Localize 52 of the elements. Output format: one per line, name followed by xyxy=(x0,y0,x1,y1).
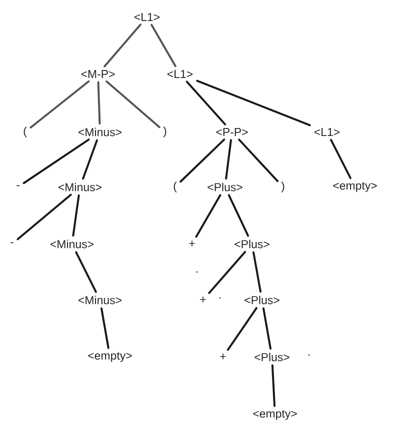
dot-mark: . xyxy=(196,271,198,273)
tree-branch xyxy=(22,138,90,184)
tree-node-label: <L1> xyxy=(314,128,340,136)
tree-branch xyxy=(195,194,222,238)
tree-node-label: <L1> xyxy=(167,70,193,78)
tree-node-label: <Plus> xyxy=(244,296,280,304)
tree-branch xyxy=(97,81,101,125)
tree-node-label: ) xyxy=(163,126,166,138)
tree-node-label: <Plus> xyxy=(234,240,270,248)
tree-branch xyxy=(100,307,110,349)
tree-branch xyxy=(75,251,97,293)
tree-node-label: ) xyxy=(281,182,284,192)
tree-node-label: + xyxy=(200,296,206,302)
tree-node-label: <Minus> xyxy=(50,240,94,248)
tree-branch xyxy=(238,138,279,182)
tree-branch xyxy=(225,139,232,180)
tree-node-label: <L1> xyxy=(134,13,160,21)
tree-branch xyxy=(330,138,352,180)
tree-node-label: <Plus> xyxy=(254,352,290,362)
tree-node-label: + xyxy=(220,354,226,360)
tree-node-label: <Minus> xyxy=(78,128,122,136)
tree-branch xyxy=(72,194,80,237)
tree-node-label: - xyxy=(10,242,14,244)
tree-branch xyxy=(186,80,226,126)
tree-branch xyxy=(106,80,160,128)
tree-branch xyxy=(262,307,272,350)
tree-node-label: <P-P> xyxy=(216,128,248,136)
tree-branch xyxy=(226,307,258,351)
tree-node-label: + xyxy=(189,240,195,246)
tree-node-label: <M-P> xyxy=(81,70,115,78)
tree-branch xyxy=(271,364,276,407)
tree-branch xyxy=(196,80,311,126)
tree-node-label: <Minus> xyxy=(58,182,102,192)
tree-node-label: <empty> xyxy=(333,182,377,192)
tree-branch xyxy=(150,24,176,68)
tree-branch xyxy=(104,24,142,68)
tree-node-label: ( xyxy=(174,182,177,192)
tree-branch xyxy=(208,250,246,294)
tree-node-label: <empty> xyxy=(253,410,297,420)
tree-branch xyxy=(30,80,90,128)
tree-node-label: <Minus> xyxy=(78,296,122,304)
tree-branch xyxy=(16,194,72,240)
tree-node-label: ( xyxy=(24,126,27,138)
tree-node-label: - xyxy=(16,185,20,186)
tree-node-label: <Plus> xyxy=(208,182,242,192)
tree-branch xyxy=(228,194,250,237)
dot-mark: . xyxy=(308,354,310,356)
tree-branch xyxy=(180,138,226,183)
tree-branch xyxy=(252,251,262,293)
tree-node-label: <empty> xyxy=(88,352,132,362)
tree-branch xyxy=(82,139,98,180)
dot-mark: . xyxy=(219,297,221,299)
